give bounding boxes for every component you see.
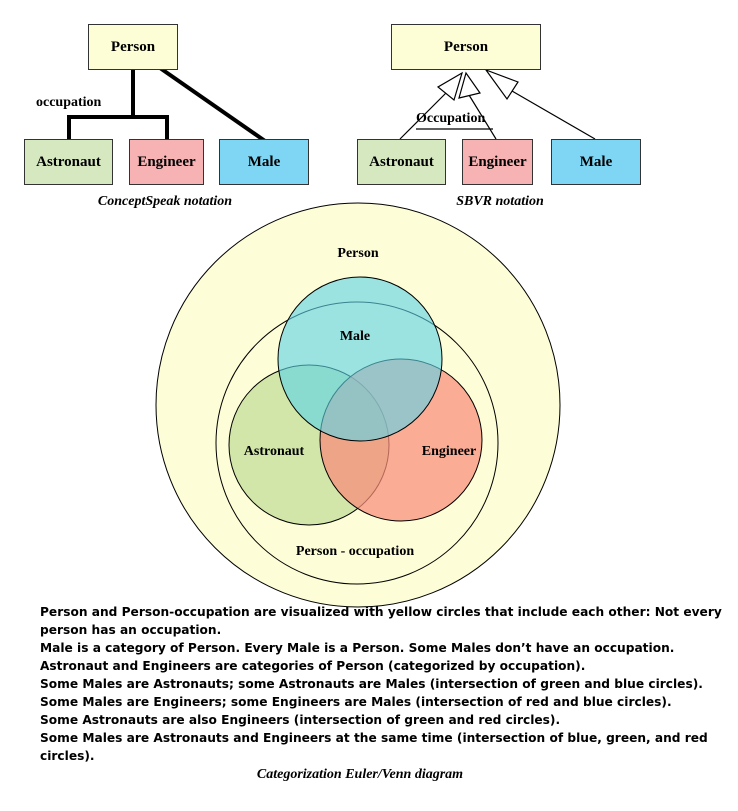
cs-male-box: Male bbox=[219, 139, 309, 185]
cs-person-box: Person bbox=[88, 24, 178, 70]
note-line: Some Males are Engineers; some Engineers… bbox=[40, 695, 672, 709]
note-line: Some Males are Astronauts; some Astronau… bbox=[40, 677, 703, 691]
sbvr-caption: SBVR notation bbox=[456, 194, 544, 209]
explanation-notes: Person and Person-occupation are visuali… bbox=[40, 603, 730, 765]
venn-engineer-label: Engineer bbox=[421, 444, 477, 459]
cs-astronaut-box: Astronaut bbox=[24, 139, 113, 185]
sbvr-astronaut-label: Astronaut bbox=[369, 153, 434, 170]
venn-caption: Categorization Euler/Venn diagram bbox=[256, 767, 464, 782]
sbvr-male-box: Male bbox=[551, 139, 641, 185]
sbvr-occupation-label: Occupation bbox=[416, 111, 486, 126]
cs-engineer-box: Engineer bbox=[129, 139, 204, 185]
sbvr-male-label: Male bbox=[579, 153, 613, 170]
cs-occupation-label: occupation bbox=[36, 95, 102, 110]
note-line: Person and Person-occupation are visuali… bbox=[40, 605, 722, 619]
cs-caption: ConceptSpeak notation bbox=[97, 194, 233, 209]
male-circle bbox=[277, 276, 443, 442]
sbvr-person-box: Person bbox=[391, 24, 541, 70]
cs-astronaut-label: Astronaut bbox=[36, 153, 101, 170]
cs-male-label: Male bbox=[247, 153, 281, 170]
note-line: Some Astronauts are also Engineers (inte… bbox=[40, 713, 561, 727]
note-line: person has an occupation. bbox=[40, 623, 222, 637]
venn-male-label: Male bbox=[339, 329, 371, 344]
venn-person-label: Person bbox=[337, 246, 379, 261]
note-line: Male is a category of Person. Every Male… bbox=[40, 641, 675, 655]
venn-astronaut-label: Astronaut bbox=[243, 444, 305, 459]
cs-engineer-label: Engineer bbox=[137, 153, 196, 170]
venn-person-occupation-label: Person - occupation bbox=[295, 544, 415, 559]
sbvr-person-label: Person bbox=[443, 38, 489, 55]
note-line: Astronaut and Engineers are categories o… bbox=[40, 659, 586, 673]
sbvr-engineer-box: Engineer bbox=[462, 139, 533, 185]
note-line: Some Males are Astronauts and Engineers … bbox=[40, 731, 708, 763]
sbvr-astronaut-box: Astronaut bbox=[357, 139, 446, 185]
cs-person-label: Person bbox=[110, 38, 156, 55]
sbvr-engineer-label: Engineer bbox=[468, 153, 527, 170]
